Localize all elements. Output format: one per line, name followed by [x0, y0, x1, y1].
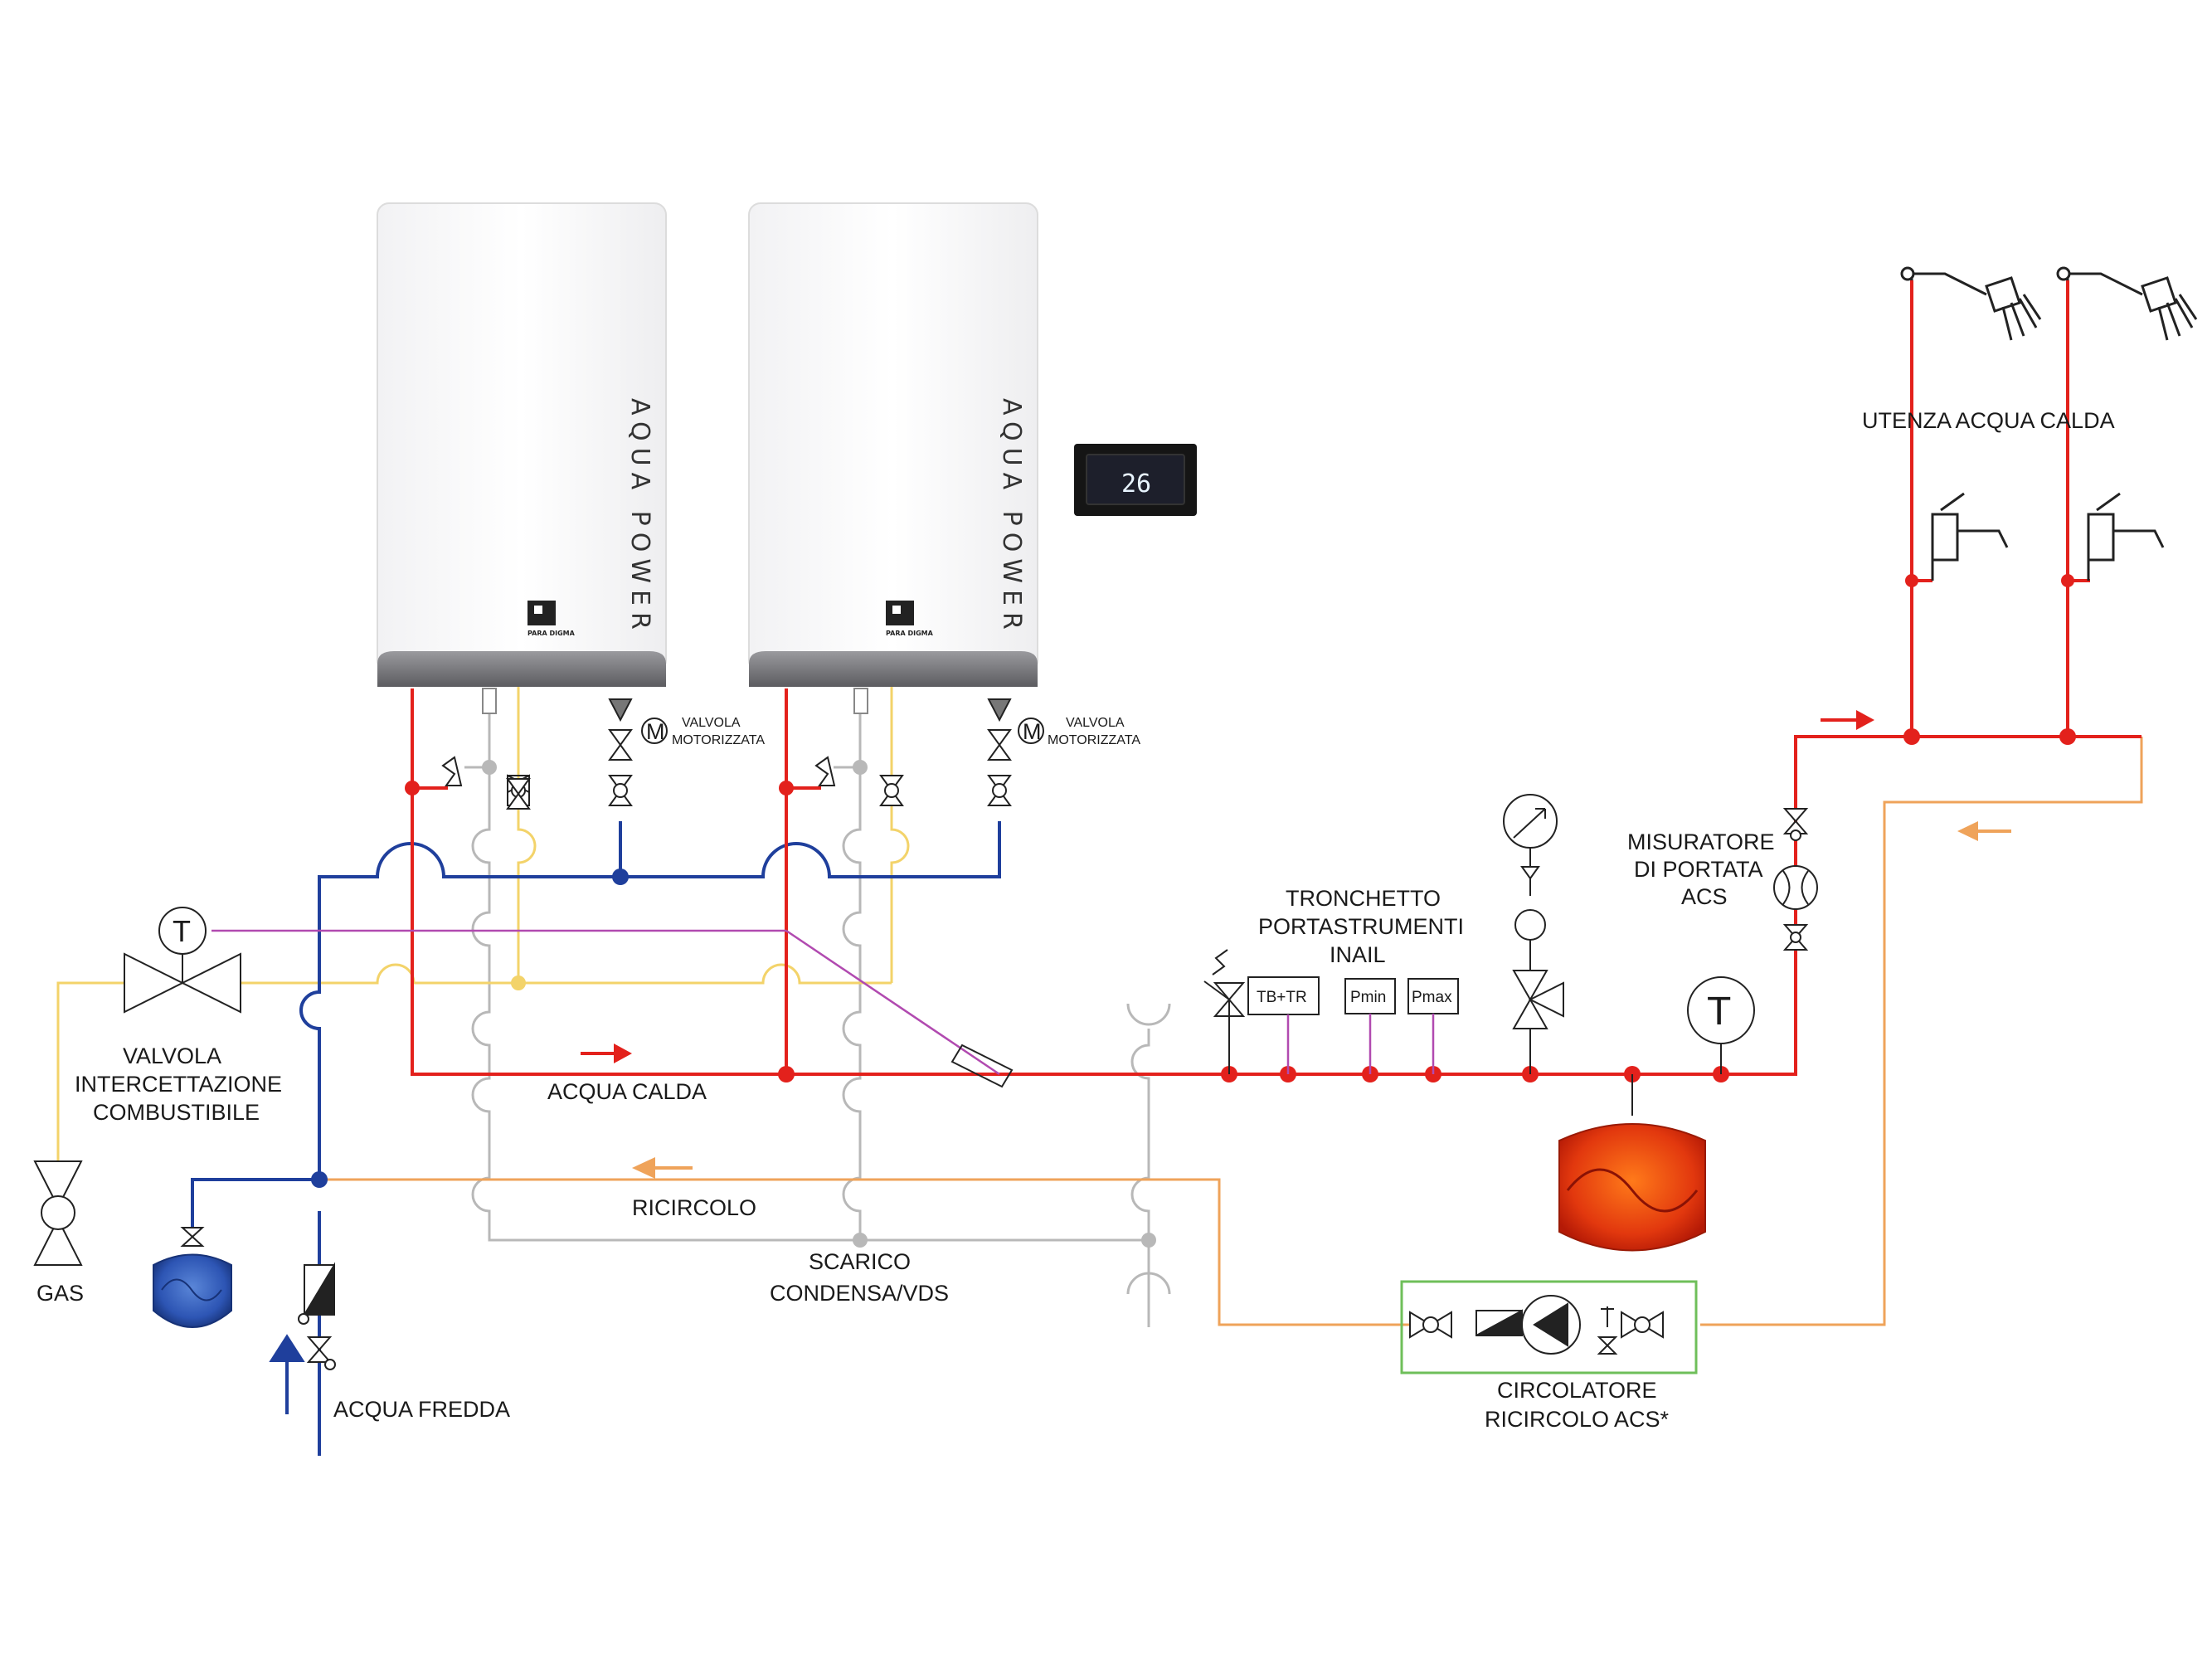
acqua-fredda-label: ACQUA FREDDA — [333, 1397, 510, 1422]
motor-symbol-2: M — [1023, 719, 1042, 744]
fuel-shutoff-valve[interactable] — [124, 907, 241, 1014]
labels: VALVOLA MOTORIZZATA VALVOLA MOTORIZZATA … — [36, 408, 2115, 1432]
hot-expansion-vessel — [1558, 1074, 1706, 1252]
boiler-logo-text-left: PARA DIGMA — [527, 630, 576, 637]
motor-icon — [1018, 718, 1044, 744]
utenza-label: UTENZA ACQUA CALDA — [1862, 408, 2115, 433]
inail-safety-valve — [1203, 949, 1246, 1074]
cold-expansion-vessel — [153, 1227, 232, 1328]
safety-valve-icon — [441, 756, 463, 786]
misuratore-label-1: MISURATORE — [1627, 830, 1775, 854]
motor-icon — [641, 718, 668, 744]
boiler-left-valves — [441, 698, 668, 810]
tronchetto-label-1: TRONCHETTO — [1286, 886, 1441, 911]
control-display[interactable]: 26 — [1074, 444, 1197, 516]
scarico-label-2: CONDENSA/VDS — [770, 1281, 949, 1306]
valvola-motorizzata-right-1: VALVOLA — [1066, 716, 1125, 730]
temperature-sensor-icon — [158, 907, 207, 955]
boiler-right: AQUA POWER PARA DIGMA — [748, 202, 1038, 714]
drain-pipes — [464, 688, 1171, 1327]
valvola-comb-label-2: INTERCETTAZIONE — [75, 1072, 282, 1097]
valvola-motorizzata-right-2: MOTORIZZATA — [1048, 733, 1140, 747]
tronchetto-label-2: PORTASTRUMENTI — [1258, 914, 1464, 939]
cold-water-arrow — [269, 1334, 305, 1414]
gas-valve[interactable] — [33, 1160, 83, 1266]
circolatore-label-2: RICIRCOLO ACS* — [1485, 1407, 1670, 1432]
water-taps — [1931, 492, 2165, 581]
cold-inlet-valves — [298, 1262, 336, 1370]
recirculation-pump-group — [1400, 1280, 1698, 1374]
valvola-comb-label-1: VALVOLA — [123, 1044, 221, 1068]
temperature-probe — [950, 1044, 1014, 1088]
boiler-logo-text-right: PARA DIGMA — [886, 630, 934, 637]
boiler-brand-right: AQUA POWER — [997, 398, 1026, 636]
pressure-gauge — [1503, 794, 1564, 1074]
valvola-comb-label-3: COMBUSTIBILE — [93, 1100, 260, 1125]
ricircolo-label: RICIRCOLO — [632, 1195, 756, 1220]
boiler-brand-left: AQUA POWER — [625, 398, 654, 636]
hot-water-pipes — [411, 280, 2142, 1076]
temperature-probe-line — [785, 929, 1000, 1076]
misuratore-label-3: ACS — [1681, 884, 1728, 909]
recirculation-pipes — [319, 737, 2143, 1326]
flow-arrows — [581, 710, 2011, 1179]
valvola-motorizzata-left-1: VALVOLA — [682, 716, 741, 730]
shower-heads — [1900, 266, 2198, 341]
safety-valve-icon — [814, 756, 836, 786]
boiler-left: AQUA POWER PARA DIGMA — [377, 202, 667, 714]
hot-temperature-sensor — [1687, 976, 1755, 1074]
temp-symbol-right: T — [1707, 990, 1731, 1034]
cold-water-pipes — [191, 821, 1001, 1456]
tb-tr-label: TB+TR — [1257, 989, 1307, 1006]
pmax-label: Pmax — [1412, 989, 1452, 1006]
temp-symbol-left: T — [173, 914, 191, 948]
boiler-right-valves — [814, 698, 1044, 806]
misuratore-label-2: DI PORTATA — [1634, 857, 1763, 882]
acqua-calda-label: ACQUA CALDA — [547, 1079, 707, 1104]
inail-sensor-boxes — [1247, 976, 1459, 1074]
pmin-label: Pmin — [1350, 989, 1386, 1006]
motor-symbol-1: M — [646, 719, 665, 744]
valvola-motorizzata-left-2: MOTORIZZATA — [672, 733, 765, 747]
flow-meter — [1773, 808, 1818, 951]
gas-label: GAS — [36, 1281, 84, 1306]
display-value: 26 — [1121, 469, 1151, 499]
tronchetto-label-3: INAIL — [1330, 942, 1386, 967]
circolatore-label-1: CIRCOLATORE — [1497, 1378, 1657, 1403]
scarico-label-1: SCARICO — [809, 1249, 911, 1274]
